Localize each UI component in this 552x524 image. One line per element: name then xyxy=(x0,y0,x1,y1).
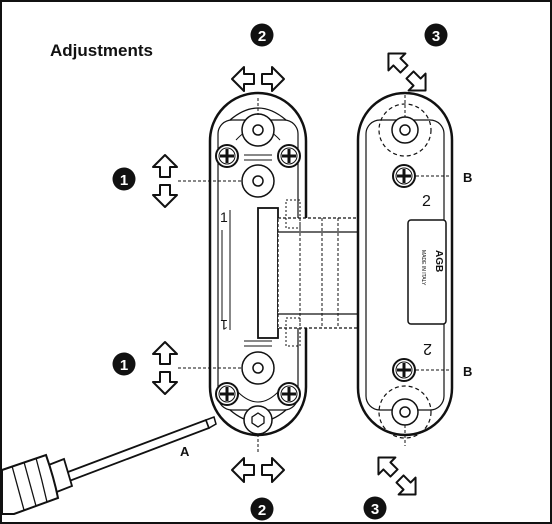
phillips-screw-icon xyxy=(392,358,416,382)
phillips-screw-icon xyxy=(215,144,239,168)
screwdriver-icon xyxy=(1,416,217,515)
phillips-screw-icon xyxy=(215,382,239,406)
svg-text:3: 3 xyxy=(371,501,379,518)
badge-depth-top: 3 xyxy=(424,23,448,47)
phillips-screw-icon xyxy=(277,144,301,168)
plate-mark-left-bottom: 1 xyxy=(220,317,228,333)
svg-text:2: 2 xyxy=(258,28,266,45)
badge-vertical-top: 1 xyxy=(112,167,136,191)
made-in-label: MADE IN ITALY xyxy=(420,250,426,286)
plate-mark-left-top: 1 xyxy=(220,209,228,225)
plate-mark-right-top: 2 xyxy=(422,193,431,210)
badge-lateral-top: 2 xyxy=(250,23,274,47)
brand-logo: AGB xyxy=(433,250,444,272)
svg-text:1: 1 xyxy=(120,172,128,189)
svg-text:2: 2 xyxy=(258,502,266,519)
label-a: A xyxy=(180,444,190,459)
leader-lines xyxy=(178,95,450,452)
badge-lateral-bottom: 2 xyxy=(250,497,274,521)
page-title: Adjustments xyxy=(50,41,153,60)
badge-vertical-bottom: 1 xyxy=(112,352,136,376)
right-hinge-plate xyxy=(356,91,454,439)
phillips-screw-icon xyxy=(392,164,416,188)
label-b-bottom: B xyxy=(463,364,472,379)
svg-text:3: 3 xyxy=(432,28,440,45)
plate-mark-right-bottom: 2 xyxy=(423,340,432,357)
svg-text:1: 1 xyxy=(120,357,128,374)
badge-depth-bottom: 3 xyxy=(363,496,387,520)
label-b-top: B xyxy=(463,170,472,185)
phillips-screw-icon xyxy=(277,382,301,406)
